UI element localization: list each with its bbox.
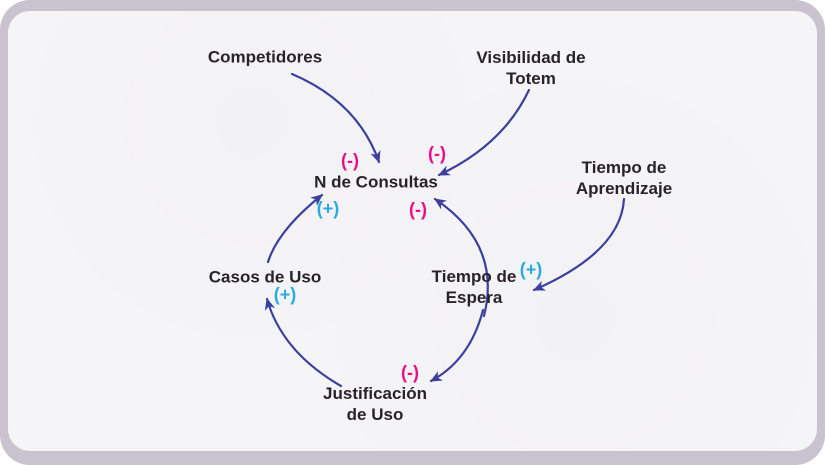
node-n-de-consultas: N de Consultas: [314, 172, 438, 193]
arrow-casos-de-uso-to-n-de-consultas: [266, 193, 324, 264]
node-label: Espera: [445, 288, 503, 307]
arrow-tiempo-de-aprendizaje-to-tiempo-de-espera: [532, 197, 626, 292]
node-label: Tiempo de: [431, 267, 517, 286]
node-tiempo-de-aprendizaje: Tiempo de Aprendizaje: [576, 157, 672, 199]
node-label: Justificación: [323, 384, 427, 403]
node-label: Visibilidad de: [476, 48, 586, 67]
node-competidores: Competidores: [208, 47, 322, 68]
sign-espera-justificacion-negative: (-): [401, 362, 419, 383]
arrow-visibilidad-de-totem-to-n-de-consultas: [437, 88, 531, 177]
sign-justificacion-casos-positive: (+): [273, 284, 297, 305]
arrow-tiempo-de-espera-to-justificacion-de-uso: [429, 308, 485, 383]
node-justificacion-de-uso: Justificación de Uso: [323, 383, 427, 425]
sign-aprendizaje-positive: (+): [519, 259, 543, 280]
node-label: Casos de Uso: [208, 267, 322, 287]
arrow-justificacion-de-uso-to-casos-de-uso: [264, 297, 343, 388]
arrow-competidores-to-n-de-consultas: [290, 72, 381, 164]
arrow-tiempo-de-espera-to-n-de-consultas: [433, 197, 489, 318]
node-label: Competidores: [207, 47, 323, 67]
node-label: de Uso: [346, 405, 404, 424]
sign-visibilidad-negative: (-): [428, 143, 446, 164]
node-casos-de-uso: Casos de Uso: [209, 267, 321, 288]
sign-espera-consultas-negative: (-): [409, 199, 427, 220]
sign-competidores-negative: (-): [341, 150, 359, 171]
node-label: Totem: [506, 69, 556, 88]
sign-casos-positive: (+): [316, 198, 340, 219]
node-label: Tiempo de: [581, 158, 667, 177]
node-label: Aprendizaje: [575, 179, 673, 198]
node-tiempo-de-espera: Tiempo de Espera: [432, 266, 517, 308]
card-surface: [8, 11, 817, 451]
node-visibilidad-de-totem: Visibilidad de Totem: [476, 47, 585, 89]
node-label: N de Consultas: [314, 172, 438, 192]
